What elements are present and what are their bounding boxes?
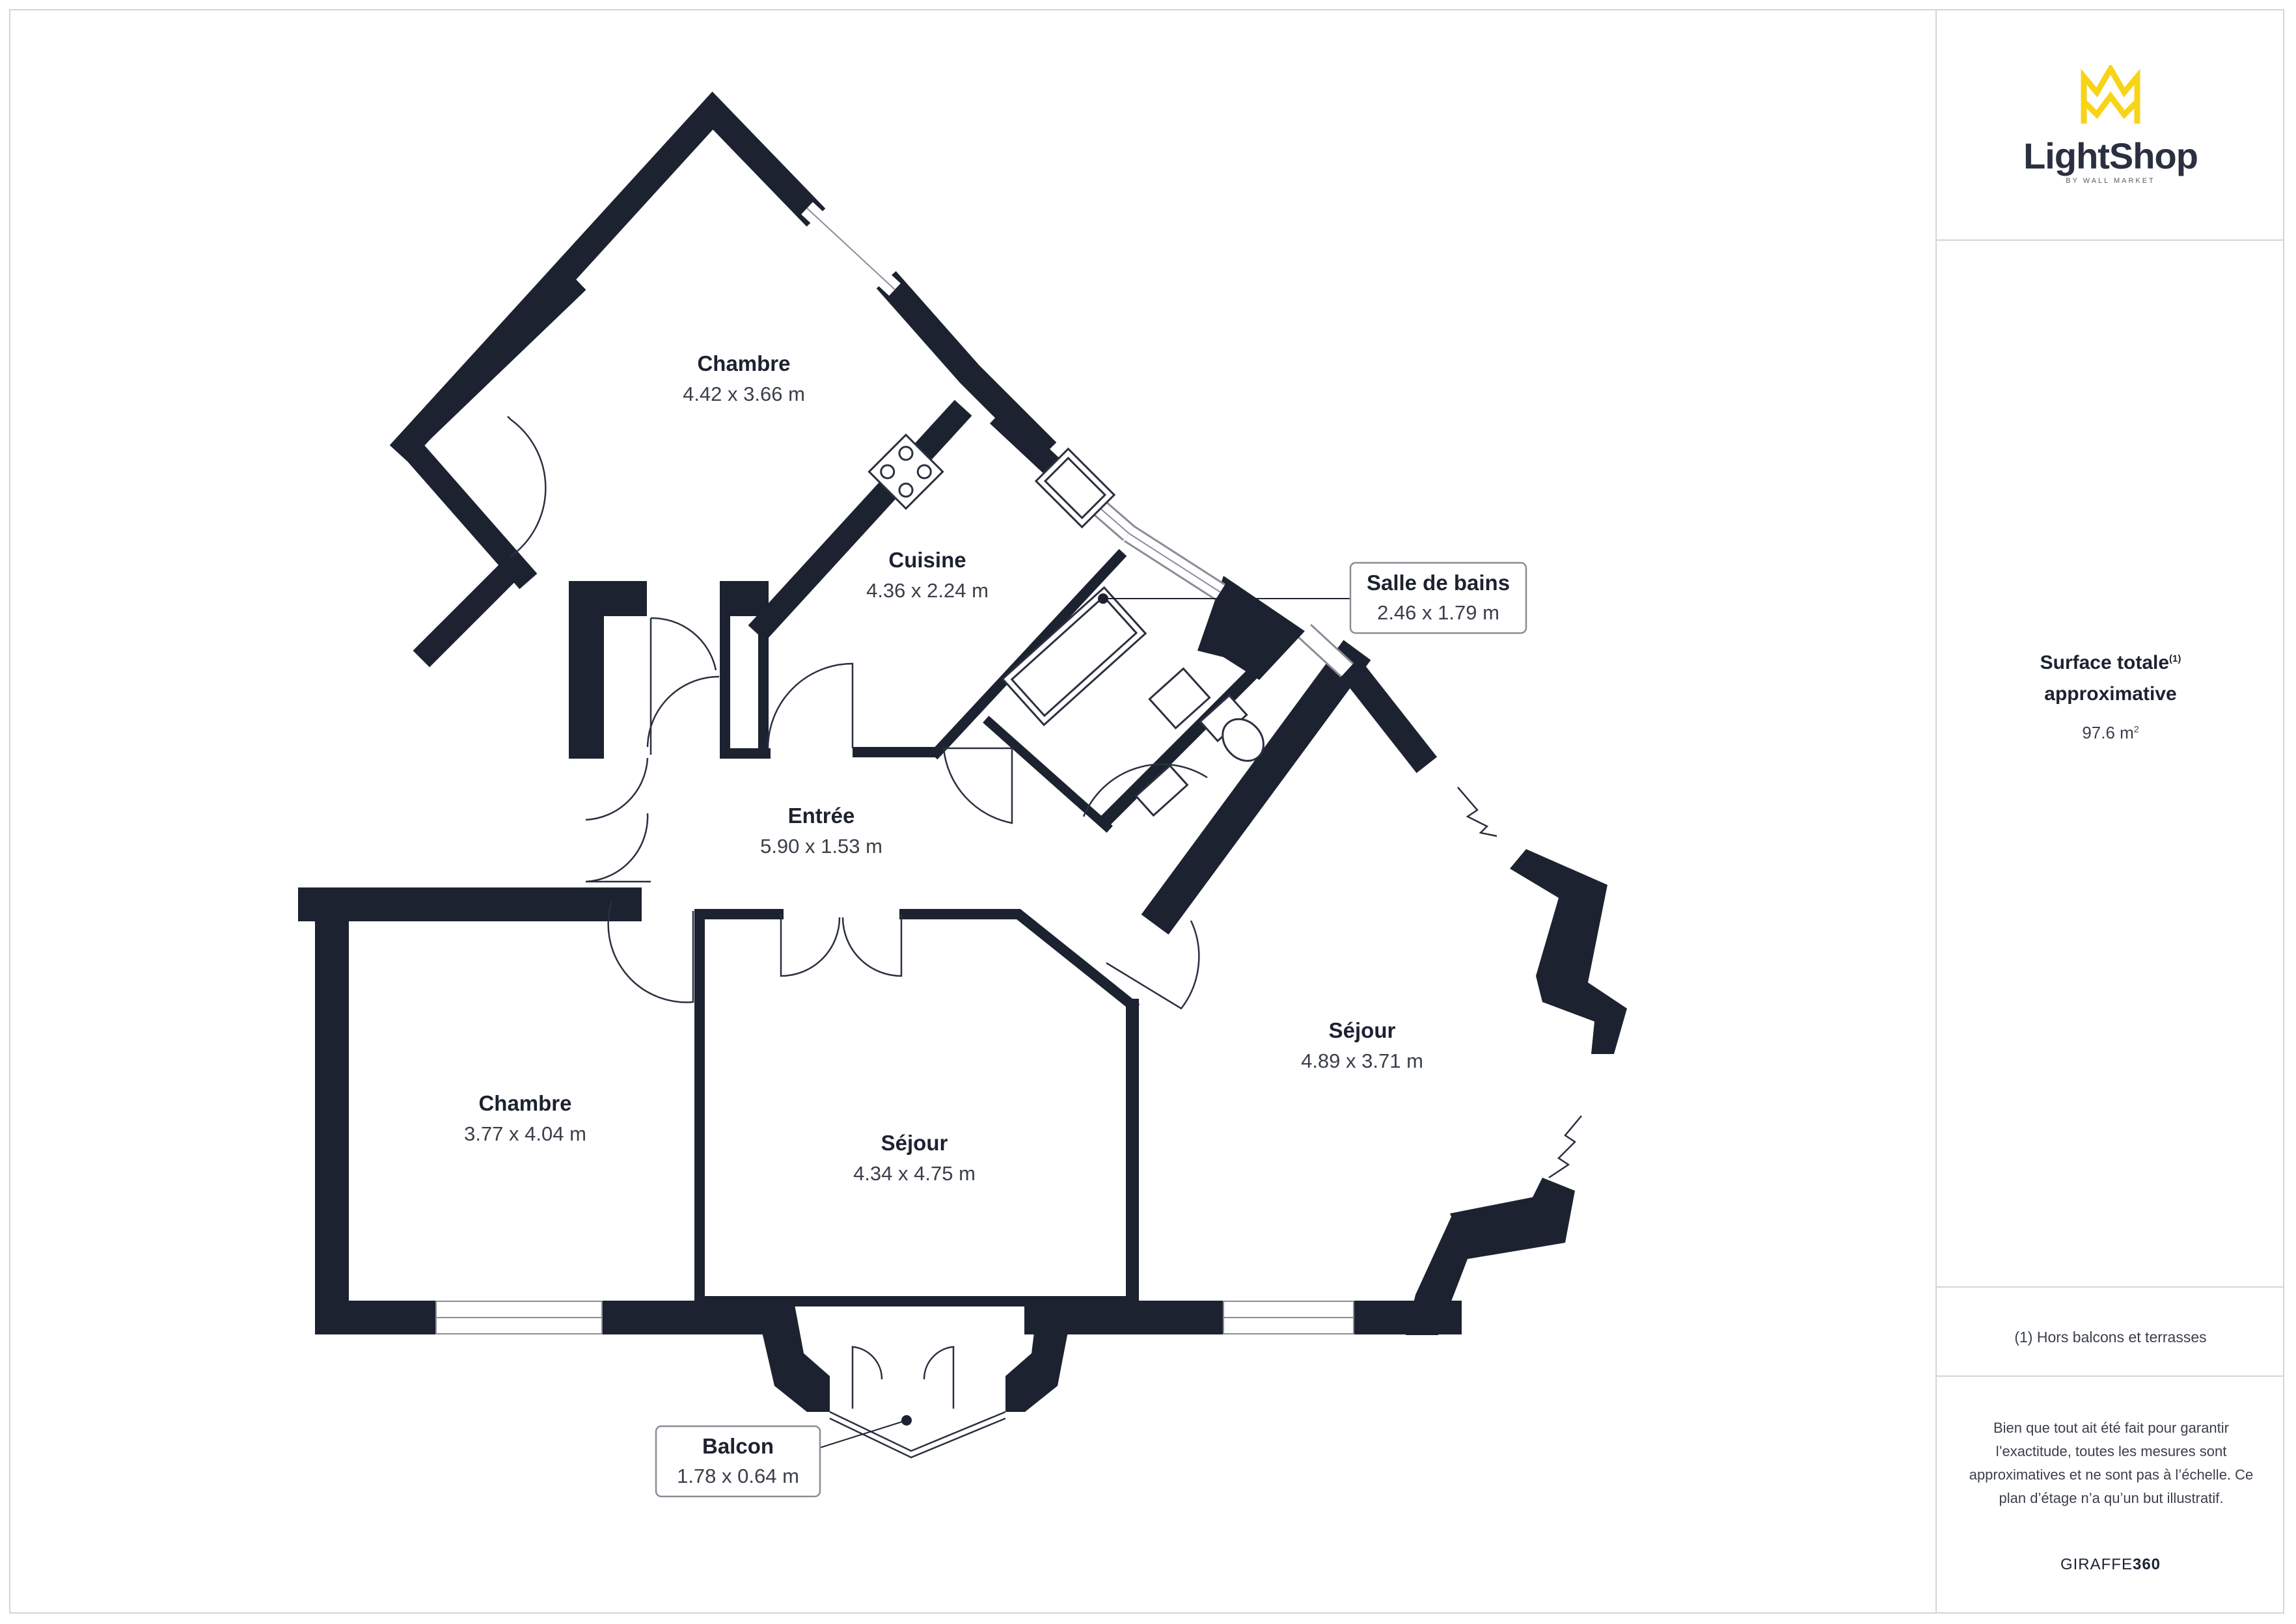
wall-stub-g xyxy=(853,747,937,757)
room-name: Chambre xyxy=(697,351,790,375)
surface-footnote-marker: (1) xyxy=(2169,653,2181,664)
room-name: Cuisine xyxy=(888,548,966,572)
logo: LightShop BY WALL MARKET xyxy=(1937,63,2284,185)
surface-title-line1: Surface totale xyxy=(2040,652,2170,673)
washbasin-2-icon xyxy=(1134,764,1189,817)
room-label-kitchen: Cuisine 4.36 x 2.24 m xyxy=(866,548,989,602)
wall-stub-d xyxy=(720,581,730,759)
sink-icon xyxy=(1034,447,1116,529)
surface-value-number: 97.6 m xyxy=(2082,723,2134,742)
floor-plan: .w { fill: none; stroke: #1c2230; stroke… xyxy=(298,91,1627,1498)
room-dims: 4.89 x 3.71 m xyxy=(1301,1049,1423,1072)
surface-unit-exponent: 2 xyxy=(2133,724,2139,735)
kitchen-lower-wall xyxy=(929,548,1127,760)
bathroom-inner-wall xyxy=(983,716,1113,833)
partition-top-b xyxy=(899,909,1140,1013)
divider xyxy=(1937,1375,2284,1377)
balcony-wall-right xyxy=(1005,1301,1074,1412)
info-sidebar: LightShop BY WALL MARKET Surface totale(… xyxy=(1935,9,2284,1614)
bathroom-wall-block xyxy=(1197,576,1305,680)
bay-upper-walls xyxy=(1510,849,1627,1054)
room-dims: 2.46 x 1.79 m xyxy=(1377,601,1499,624)
room-name: Séjour xyxy=(1329,1018,1396,1042)
label-box xyxy=(1349,562,1527,634)
room-dims: 4.42 x 3.66 m xyxy=(683,383,805,405)
washbasin-icon xyxy=(1148,667,1211,730)
living-right-left-wall xyxy=(1141,640,1371,935)
surface-value: 97.6 m2 xyxy=(1937,723,2284,743)
surface-title-line2: approximative xyxy=(2044,683,2177,705)
room-dims: 1.78 x 0.64 m xyxy=(677,1465,799,1487)
walls xyxy=(298,91,1627,1412)
kitchen-wall-stub xyxy=(989,407,1071,485)
label-box xyxy=(655,1425,821,1498)
bedroom-top-inner-wall xyxy=(413,552,528,668)
wall-stub-b xyxy=(569,581,604,759)
lightshop-logo-icon xyxy=(2081,63,2140,124)
room-name: Entrée xyxy=(788,804,855,828)
bay-lower-walls xyxy=(1406,1178,1575,1335)
giraffe360-brand: GIRAFFE360 xyxy=(1937,1556,2284,1574)
stove-icon xyxy=(868,433,944,510)
page-frame xyxy=(9,9,2284,1614)
room-dims: 5.90 x 1.53 m xyxy=(760,835,882,858)
room-name: Séjour xyxy=(881,1131,948,1155)
room-label-living-center: Séjour 4.34 x 4.75 m xyxy=(853,1131,976,1185)
living-right-upper-wall xyxy=(1328,645,1438,774)
room-label-entry: Entrée 5.90 x 1.53 m xyxy=(760,804,882,858)
bedroom-top-upper-wall xyxy=(389,91,826,463)
footnote: (1) Hors balcons et terrasses xyxy=(2014,1329,2207,1346)
brand-suffix: 360 xyxy=(2132,1556,2161,1573)
room-label-living-right: Séjour 4.89 x 3.71 m xyxy=(1301,1018,1423,1072)
wall-stub-e xyxy=(758,581,769,759)
room-name: Chambre xyxy=(478,1091,571,1115)
room-dims: 4.36 x 2.24 m xyxy=(866,579,989,602)
room-name: Salle de bains xyxy=(1367,571,1510,595)
room-label-bathroom: Salle de bains 2.46 x 1.79 m xyxy=(1349,562,1527,634)
room-label-balcony: Balcon 1.78 x 0.64 m xyxy=(655,1425,821,1498)
bedroom-kitchen-divider xyxy=(748,399,972,642)
room-label-bedroom-bottom: Chambre 3.77 x 4.04 m xyxy=(464,1091,586,1145)
disclaimer: Bien que tout ait été fait pour garantir… xyxy=(1969,1420,2254,1506)
logo-wordmark: LightShop xyxy=(2023,135,2198,176)
wall-stub-f xyxy=(724,748,771,759)
surface-title: Surface totale(1) approximative xyxy=(1937,643,2284,710)
logo-tagline: BY WALL MARKET xyxy=(2066,177,2155,185)
label-pointers xyxy=(819,593,1350,1448)
toilet-icon xyxy=(1199,694,1264,762)
room-dims: 4.34 x 4.75 m xyxy=(853,1162,976,1185)
room-label-bedroom-top: Chambre 4.42 x 3.66 m xyxy=(683,351,805,405)
fixtures xyxy=(868,433,1264,817)
divider xyxy=(1937,1286,2284,1288)
bathtub-icon xyxy=(1001,586,1147,727)
room-dims: 3.77 x 4.04 m xyxy=(464,1122,586,1145)
room-name: Balcon xyxy=(702,1434,774,1458)
brand-prefix: GIRAFFE xyxy=(2060,1556,2133,1573)
doors xyxy=(507,416,1208,1459)
balcony-wall-left xyxy=(755,1301,830,1412)
windows xyxy=(435,202,1582,1334)
divider xyxy=(1937,239,2284,241)
total-surface: Surface totale(1) approximative 97.6 m2 xyxy=(1937,643,2284,743)
